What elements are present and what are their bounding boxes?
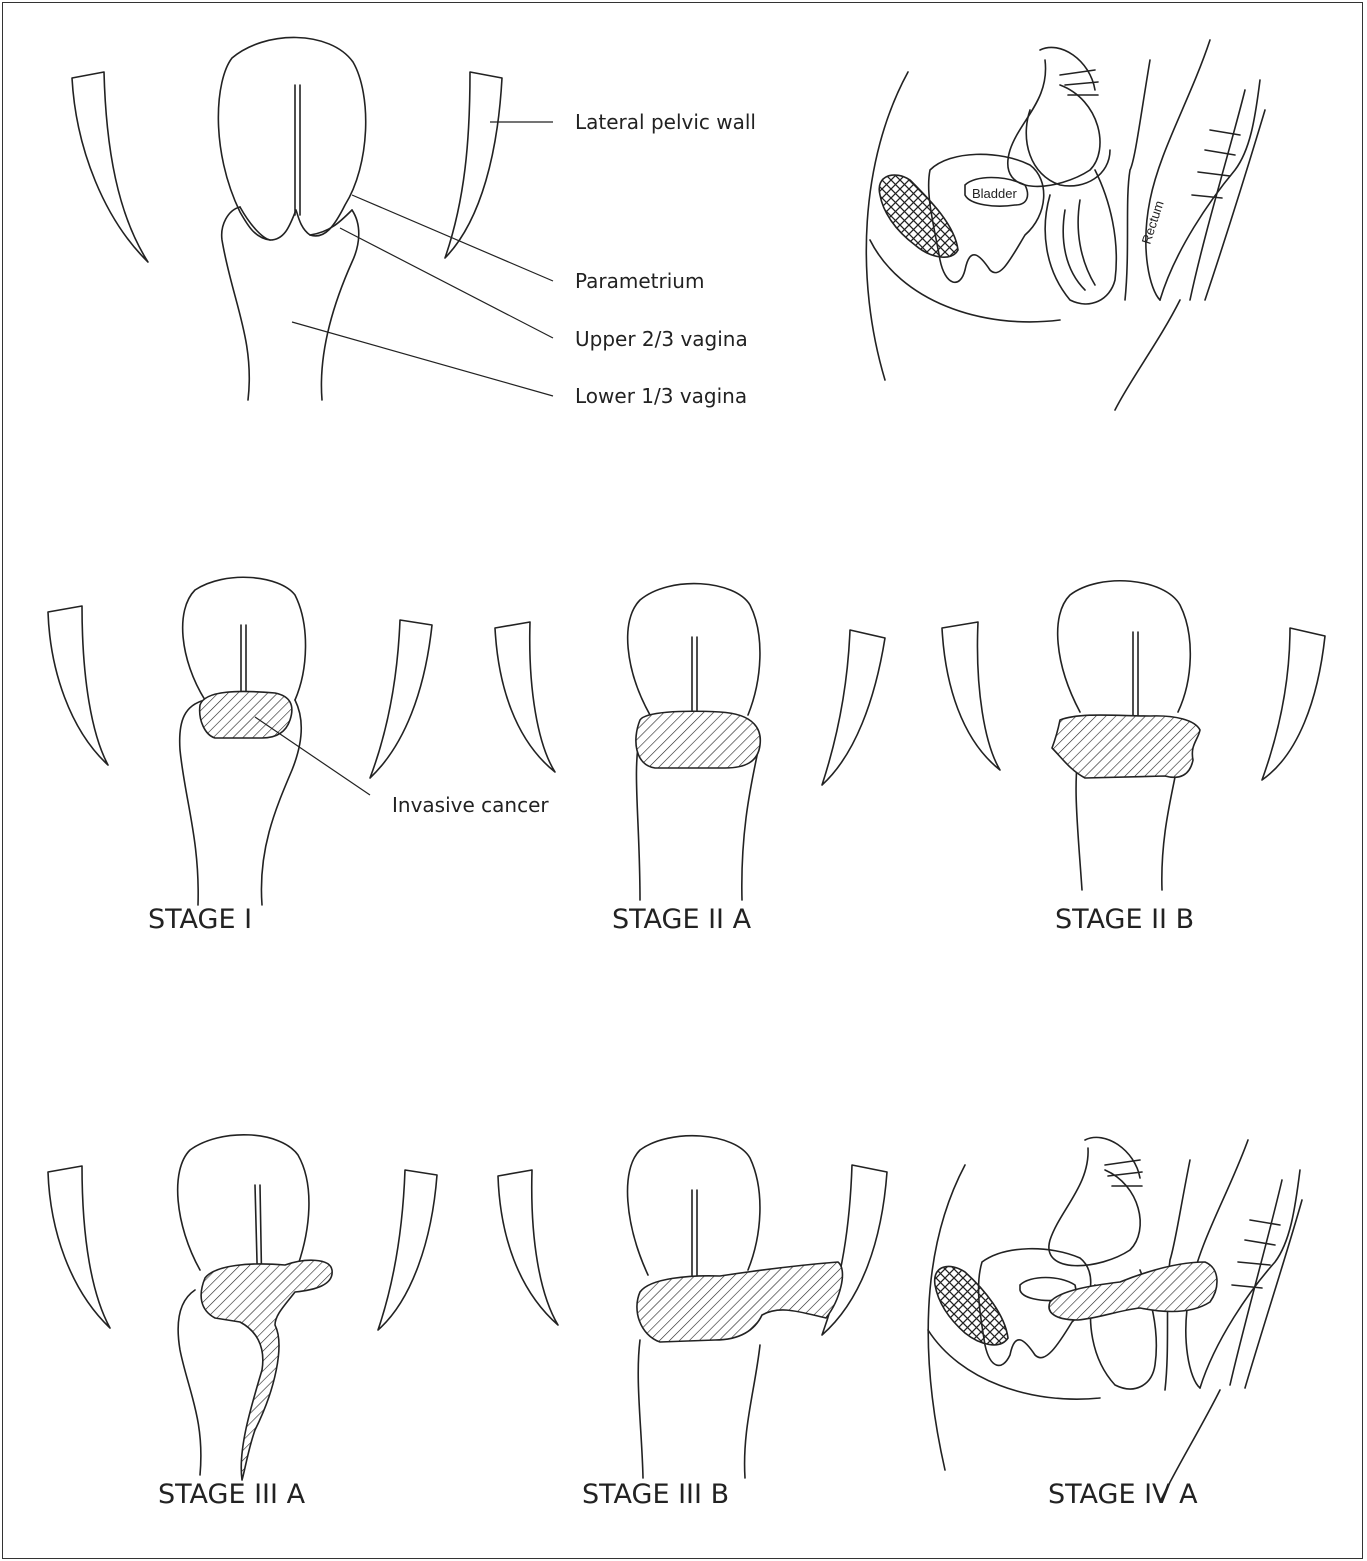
iva-pubic-bone-hatch bbox=[935, 1266, 1008, 1344]
stage-iiib-tumor bbox=[637, 1262, 843, 1342]
stage-label: STAGE IV A bbox=[1048, 1479, 1198, 1510]
sagittal-anatomy: Bladder Rectum bbox=[866, 40, 1265, 410]
stage-i-tumor bbox=[200, 691, 292, 738]
label-parametrium: Parametrium bbox=[575, 269, 704, 293]
stage-iiib-diagram bbox=[498, 1136, 887, 1478]
vagina-outline bbox=[222, 207, 359, 400]
stage-i-diagram: Invasive cancer bbox=[48, 577, 549, 905]
left-pelvic-wall bbox=[72, 72, 148, 262]
stage-label: STAGE I bbox=[148, 904, 252, 935]
right-pelvic-wall bbox=[445, 72, 502, 258]
label-lateral-pelvic-wall: Lateral pelvic wall bbox=[575, 110, 756, 134]
label-rectum: Rectum bbox=[1139, 199, 1167, 246]
stage-iiia-tumor bbox=[201, 1260, 332, 1480]
stage-label: STAGE II B bbox=[1055, 904, 1194, 935]
stage-iia-diagram bbox=[495, 584, 885, 900]
label-bladder: Bladder bbox=[972, 186, 1017, 201]
label-lower-vagina: Lower 1/3 vagina bbox=[575, 384, 747, 408]
stage-iiia-diagram bbox=[48, 1135, 437, 1480]
uterus-body bbox=[218, 37, 365, 240]
stage-iia-tumor bbox=[636, 711, 760, 768]
leader-lines bbox=[292, 122, 553, 396]
cervical-canal bbox=[295, 85, 300, 215]
stage-iva-tumor bbox=[1049, 1262, 1217, 1320]
stage-label: STAGE II A bbox=[612, 904, 752, 935]
stage-label: STAGE III B bbox=[582, 1479, 729, 1510]
stage-iva-diagram bbox=[928, 1137, 1302, 1502]
bladder-outline bbox=[929, 154, 1044, 282]
stage-label: STAGE III A bbox=[158, 1479, 306, 1510]
pubic-bone-hatch bbox=[879, 175, 958, 257]
stage-iib-diagram bbox=[942, 581, 1325, 890]
stage-iib-tumor bbox=[1052, 715, 1200, 778]
label-invasive-cancer: Invasive cancer bbox=[392, 793, 549, 817]
label-upper-vagina: Upper 2/3 vagina bbox=[575, 327, 748, 351]
frontal-anatomy bbox=[72, 37, 502, 400]
